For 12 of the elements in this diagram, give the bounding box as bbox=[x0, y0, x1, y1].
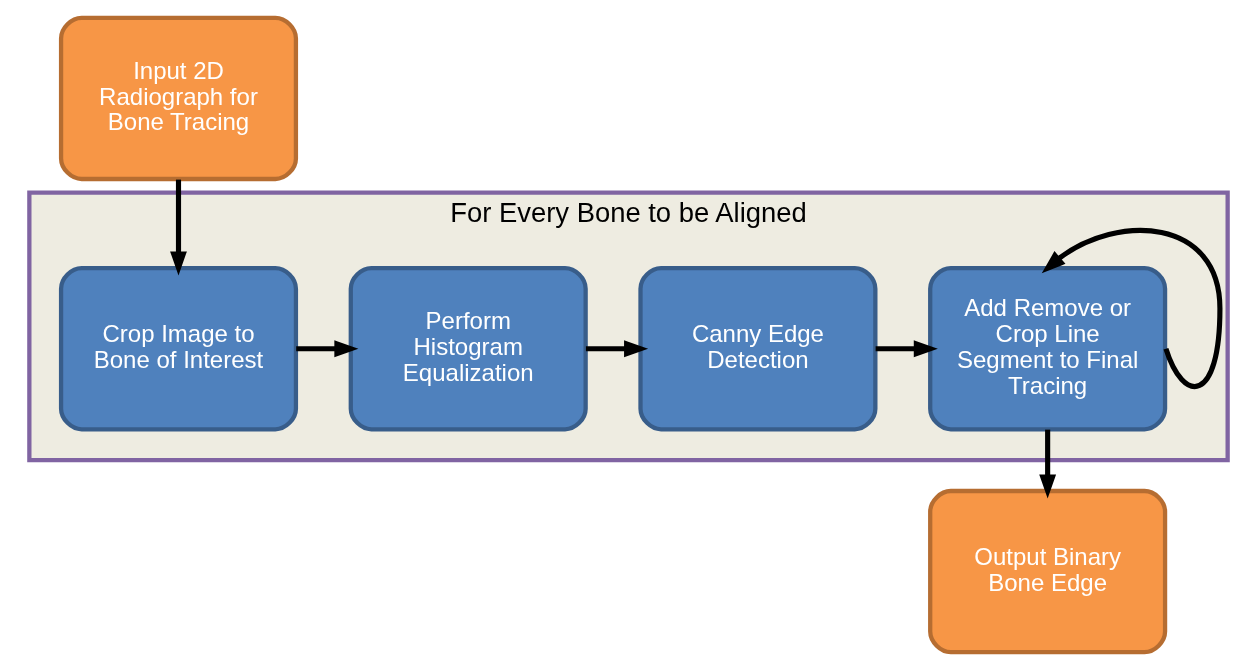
arrow bbox=[1039, 429, 1057, 499]
node-box: Output Binary Bone Edge bbox=[928, 488, 1168, 655]
arrow bbox=[170, 179, 187, 276]
node-box: Crop Image to Bone of Interest bbox=[58, 266, 299, 432]
arrow bbox=[296, 340, 359, 358]
node-box: Add Remove or Crop Line Segment to Final Tracing bbox=[928, 266, 1168, 432]
node-box: Canny Edge Detection bbox=[638, 266, 878, 432]
node-box: Perform Histogram Equalization bbox=[348, 266, 588, 432]
arrow bbox=[875, 340, 938, 358]
arrow bbox=[1041, 227, 1223, 389]
node-box: Input 2D Radiograph for Bone Tracing bbox=[58, 15, 299, 182]
arrow bbox=[585, 340, 649, 358]
